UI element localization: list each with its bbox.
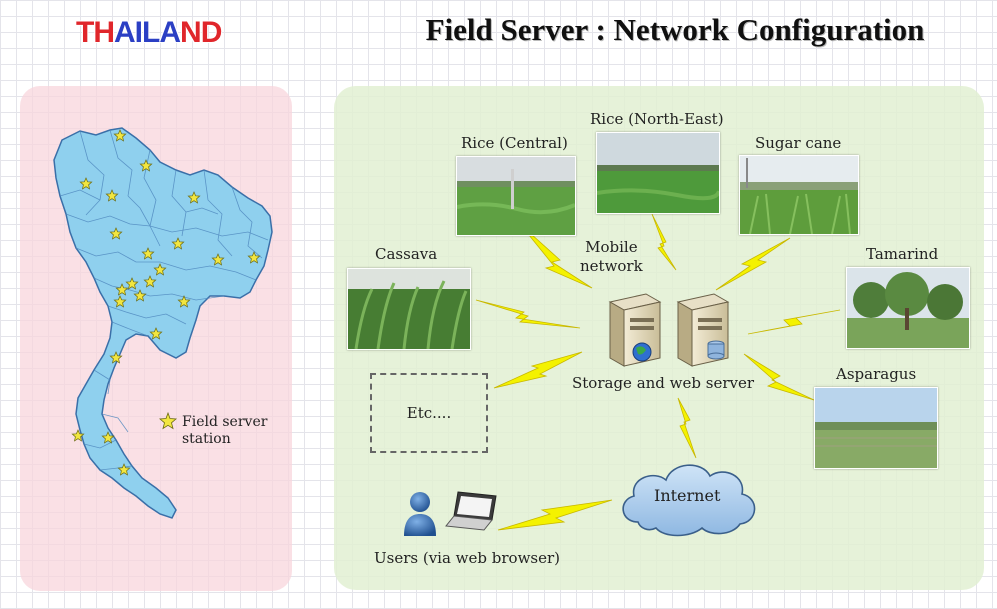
logo-letter: A [114, 16, 136, 49]
label-rice-north-east: Rice (North-East) [590, 110, 724, 128]
logo-letter: H [93, 16, 115, 49]
photo-tamarind [846, 267, 970, 349]
field-server-star [247, 251, 261, 264]
photo-cassava [347, 268, 471, 350]
bolt-users [497, 499, 613, 531]
field-server-star [139, 159, 153, 172]
bolt-cassava [475, 299, 581, 329]
label-sugar-cane: Sugar cane [755, 134, 842, 152]
field-server-star [143, 275, 157, 288]
label-internet: Internet [654, 486, 721, 505]
logo-letter: I [134, 16, 143, 49]
field-server-star [125, 277, 139, 290]
etc-box: Etc.... [370, 373, 488, 453]
bolt-sugar-cane [715, 237, 791, 291]
user-icon [404, 492, 436, 536]
photo-sugar-cane [739, 155, 859, 235]
storage-server-icon [608, 293, 662, 367]
legend-label-line2: station [182, 431, 231, 447]
label-users: Users (via web browser) [374, 549, 561, 567]
label-tamarind: Tamarind [866, 245, 939, 263]
label-cassava: Cassava [375, 245, 438, 263]
logo-letter: L [142, 16, 160, 49]
field-server-star [113, 295, 127, 308]
page-title: Field Server : Network Configuration [425, 12, 925, 47]
field-server-star [109, 227, 123, 240]
field-server-star [141, 247, 155, 260]
bolt-rice-central [519, 223, 593, 289]
bolt-tamarind [747, 309, 841, 335]
label-etc: Etc.... [406, 404, 452, 422]
internet-cloud-icon [622, 464, 756, 537]
label-mobile-network: Mobile network [580, 238, 643, 275]
field-server-star [211, 253, 225, 266]
legend-label: Field server station [182, 414, 267, 448]
bolt-internet [677, 397, 697, 459]
thailand-map-shape [53, 127, 273, 519]
bolt-etc [493, 351, 583, 389]
bolt-rice-north-east [651, 213, 677, 271]
legend-star-icon [159, 411, 177, 430]
field-server-star [115, 283, 129, 296]
legend-label-line1: Field server [182, 414, 268, 430]
label-server: Storage and web server [572, 374, 755, 392]
field-server-star [105, 189, 119, 202]
field-server-star [149, 327, 163, 340]
bolt-asparagus [743, 353, 815, 401]
label-rice-central: Rice (Central) [461, 134, 568, 152]
field-server-star [133, 289, 147, 302]
photo-rice-north-east [596, 132, 720, 214]
logo-letter: T [76, 16, 94, 49]
field-server-star [101, 431, 115, 444]
web-server-icon [676, 293, 730, 367]
field-server-star [71, 429, 85, 442]
photo-rice-central [456, 156, 576, 236]
logo-letter: D [200, 16, 223, 49]
field-server-star [171, 237, 185, 250]
label-asparagus: Asparagus [836, 365, 917, 383]
field-server-star [187, 191, 201, 204]
thailand-logo: THAILAND [76, 14, 223, 52]
logo-letter: N [180, 16, 202, 49]
logo-letter: A [159, 16, 181, 49]
field-server-star [117, 463, 131, 476]
laptop-icon [445, 491, 497, 531]
field-server-star [153, 263, 167, 276]
field-server-star [79, 177, 93, 190]
photo-asparagus [814, 387, 938, 469]
province-borders [59, 129, 269, 471]
field-server-star [113, 129, 127, 142]
field-server-star [109, 351, 123, 364]
field-server-star [177, 295, 191, 308]
